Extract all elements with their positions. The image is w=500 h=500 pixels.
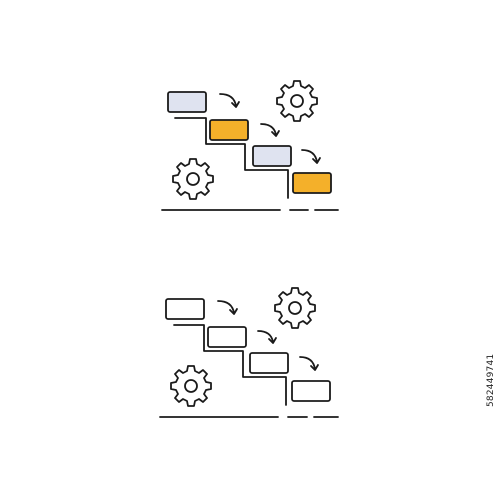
arrow-icon [260, 123, 277, 136]
gear-icon [274, 287, 316, 329]
arrow-icon [271, 130, 280, 137]
arrow-icon [257, 330, 274, 343]
arrow-icon [312, 157, 321, 164]
waterfall-process-icon-outline [159, 287, 339, 418]
arrow-icon [299, 356, 316, 370]
process-block-icon [165, 298, 205, 320]
arrow-icon [229, 308, 238, 315]
arrow-icon [219, 93, 237, 107]
process-block-icon [291, 380, 331, 402]
arrow-icon [231, 101, 240, 108]
waterfall-process-icon-colored [161, 80, 339, 211]
arrow-icon [310, 364, 319, 371]
process-block-icon [249, 352, 289, 374]
arrow-icon [268, 337, 277, 344]
gear-icon [276, 80, 318, 122]
gear-icon [170, 365, 212, 407]
arrow-icon [217, 300, 235, 314]
process-block-icon [292, 172, 332, 194]
process-block-icon [209, 119, 249, 141]
gear-icon [172, 158, 214, 200]
process-block-icon [207, 326, 247, 348]
process-block-icon [252, 145, 292, 167]
arrow-icon [301, 149, 318, 163]
step-line-icon [173, 324, 287, 406]
process-block-icon [167, 91, 207, 113]
step-line-icon [174, 117, 289, 199]
stock-image-id: 582449741 [486, 353, 496, 407]
